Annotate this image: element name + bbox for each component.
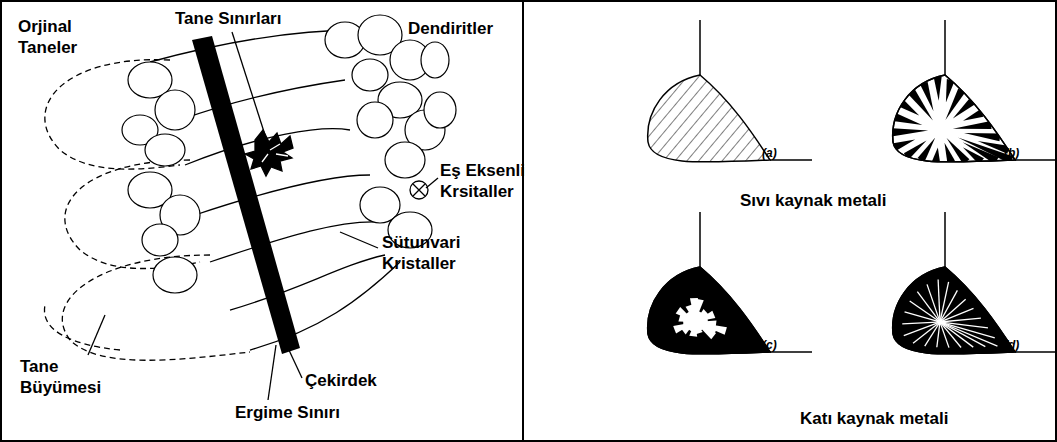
dendrite-label: Dendiritler — [408, 18, 493, 39]
grain-label: Orjinal Taneler — [18, 16, 98, 58]
subfigure-tag: (d) — [1004, 338, 1019, 352]
equiaxed-label: Eş Eksenli Krsitaller — [440, 160, 535, 202]
weld-pool-sketch — [44, 30, 438, 400]
plate-edge — [945, 212, 1057, 352]
grain-cell — [357, 102, 393, 138]
weld-section — [893, 20, 1057, 165]
grain-cell — [421, 42, 449, 78]
grain-cell — [424, 92, 456, 128]
divider — [522, 1, 524, 441]
nucleus-label: Çekirdek — [305, 370, 377, 391]
weld-section — [648, 212, 812, 354]
grain-cell — [385, 142, 425, 178]
grain-cell — [142, 224, 178, 256]
crystal-rays — [673, 298, 727, 339]
plate-edge — [945, 20, 1057, 160]
grain-cell — [155, 90, 195, 130]
caption-label: Sıvı kaynak metali — [740, 190, 886, 211]
weld-bead — [648, 267, 770, 354]
fusion-line-label: Ergime Sınırı — [235, 402, 340, 423]
growth-label: Tane Büyümesi — [20, 356, 110, 398]
caption-label: Katı kaynak metali — [800, 408, 948, 429]
weld-bead — [893, 267, 1015, 354]
weld-bead — [648, 75, 770, 162]
grain-cell — [352, 59, 388, 91]
columnar-label: Sütunvari Kristaller — [382, 232, 482, 274]
grain-boundary-label: Tane Sınırları — [175, 8, 281, 29]
grain-cell — [145, 134, 185, 166]
plate-edge — [700, 212, 812, 352]
grain-cell — [153, 257, 197, 293]
plate-edge — [700, 20, 812, 160]
weld-section — [893, 212, 1057, 354]
fillet-weld-sections — [648, 20, 1057, 354]
subfigure-tag: (c) — [762, 338, 777, 352]
electrode-bar — [192, 36, 300, 354]
subfigure-tag: (b) — [1004, 146, 1019, 160]
crystal-rays — [902, 279, 997, 347]
weld-section — [648, 20, 812, 162]
subfigure-tag: (a) — [762, 146, 777, 160]
crystal-rays — [893, 77, 1014, 165]
